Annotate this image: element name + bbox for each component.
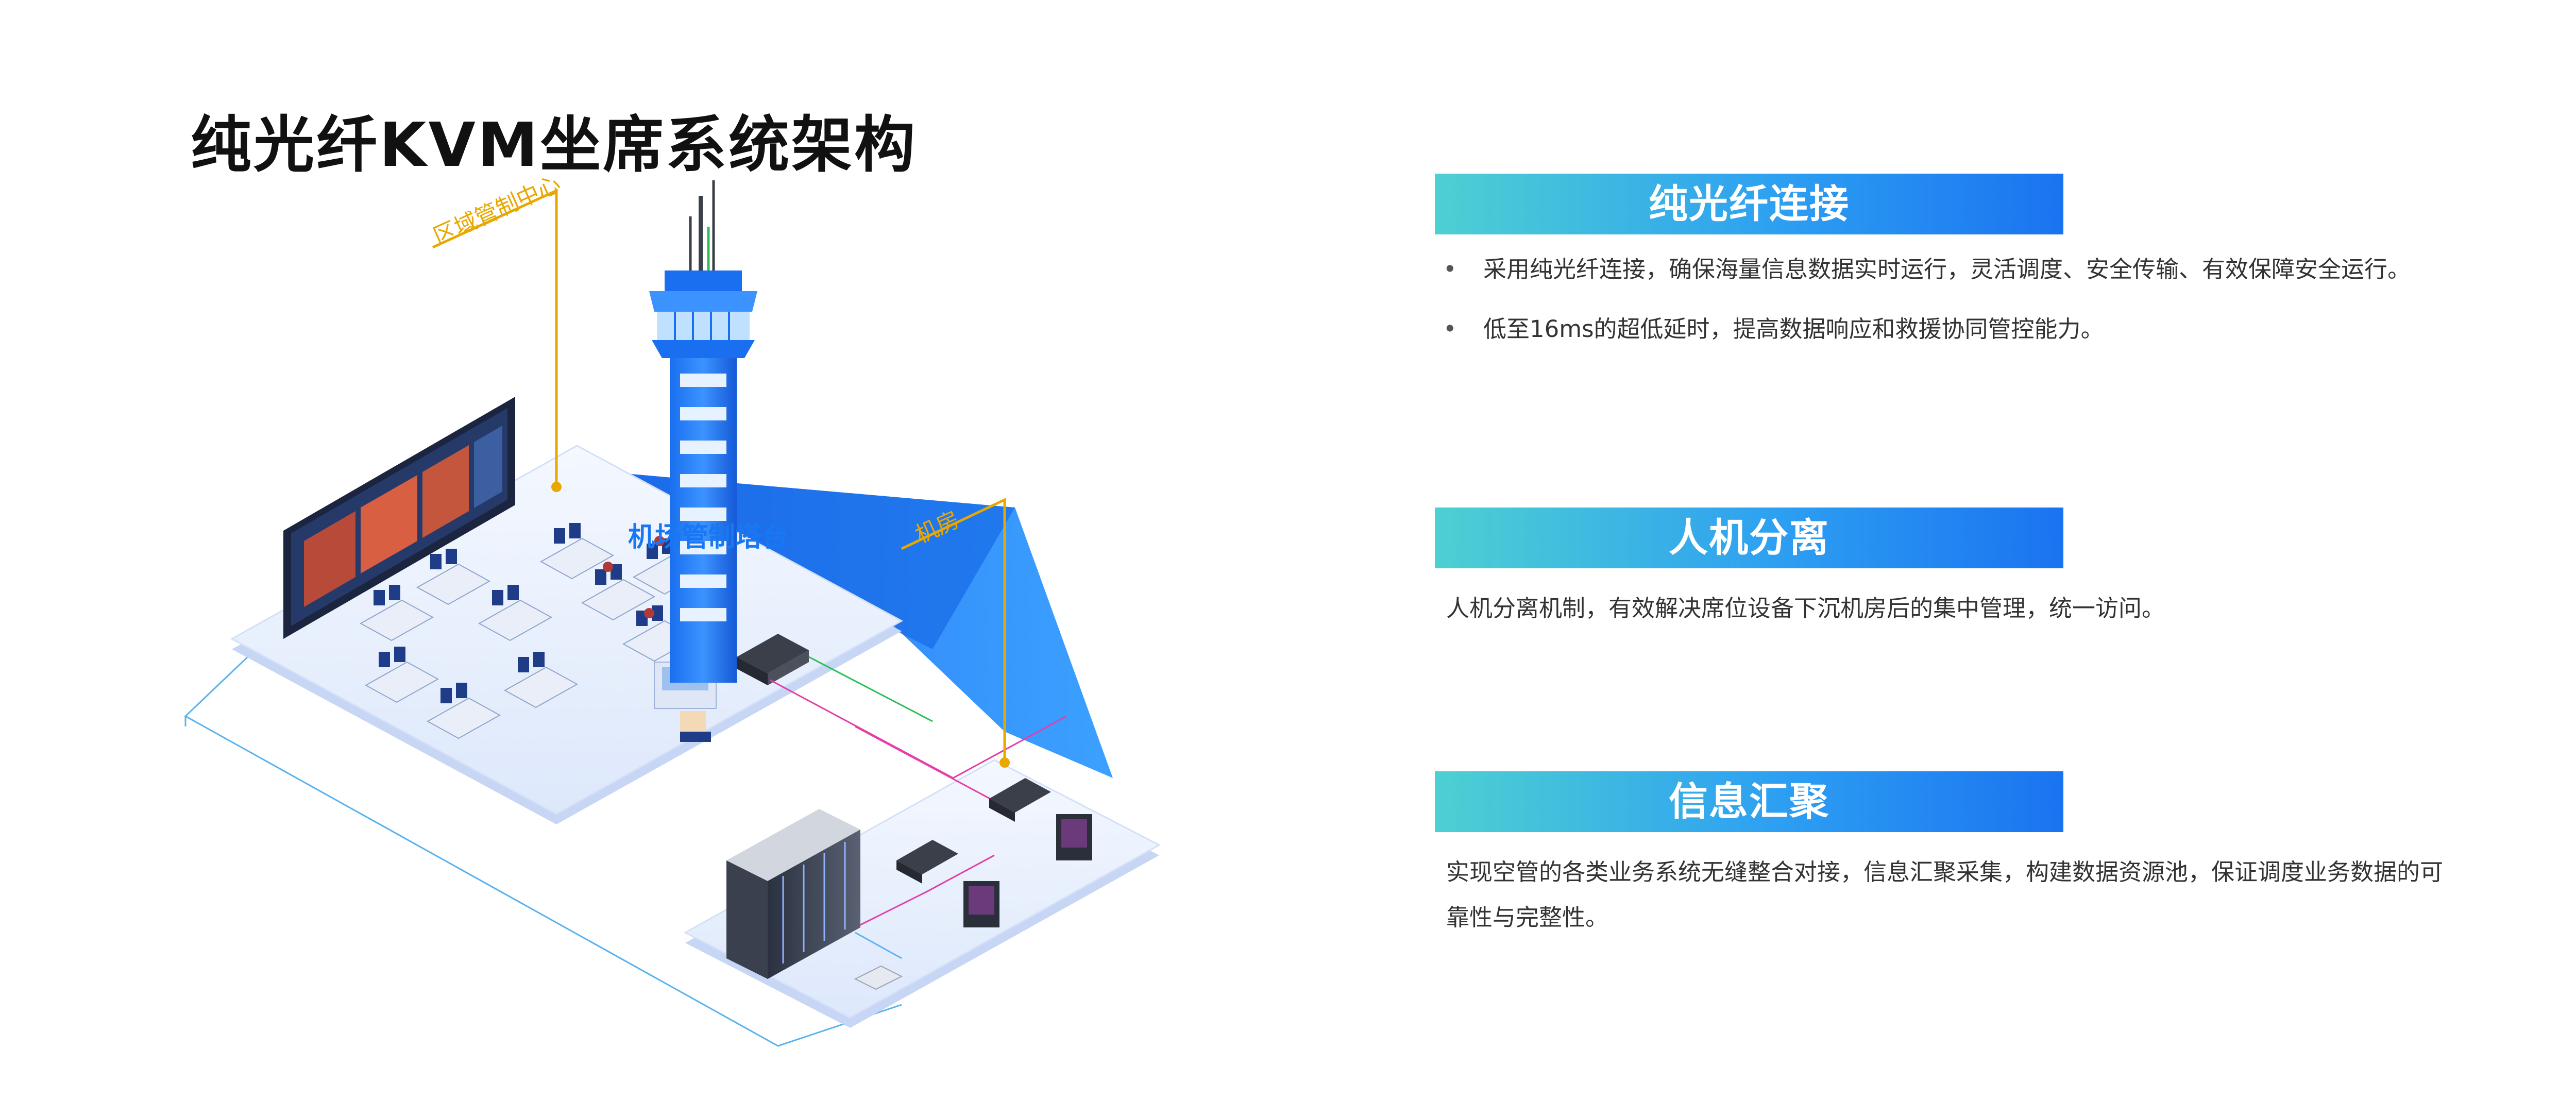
tower-label: 机场管制塔台 bbox=[628, 522, 789, 553]
feature-title: 信息汇聚 bbox=[1435, 771, 2063, 832]
feature-bullet: 低至16ms的超低延时，提高数据响应和救援协同管控能力。 bbox=[1435, 314, 2450, 345]
kvm-receivers bbox=[896, 778, 1051, 884]
operator-consoles bbox=[359, 489, 713, 739]
feature-description: 人机分离机制，有效解决席位设备下沉机房后的集中管理，统一访问。 bbox=[1446, 595, 2165, 622]
video-wall bbox=[283, 397, 515, 639]
switch-device bbox=[854, 965, 903, 990]
workstation-hosts bbox=[963, 814, 1092, 927]
feature-bullet-list: 采用纯光纤连接，确保海量信息数据实时运行，灵活调度、安全传输、有效保障安全运行。… bbox=[1435, 254, 2450, 345]
outline-lines bbox=[184, 612, 902, 1047]
signal-lines bbox=[770, 656, 1067, 959]
page-title: 纯光纤KVM坐席系统架构 bbox=[191, 109, 918, 180]
feature-title: 纯光纤连接 bbox=[1435, 174, 2063, 234]
feature-separation: 人机分离 人机分离机制，有效解决席位设备下沉机房后的集中管理，统一访问。 bbox=[1435, 508, 2450, 631]
regional-center-callout bbox=[432, 189, 562, 492]
machine-room-callout bbox=[901, 498, 1010, 768]
architecture-illustration: 机场管制塔台 区域管制中心 机房 bbox=[184, 171, 1161, 1047]
control-tower bbox=[649, 180, 757, 683]
regional-center-label: 区域管制中心 bbox=[430, 171, 565, 250]
feature-fiber-connection: 纯光纤连接 采用纯光纤连接，确保海量信息数据实时运行，灵活调度、安全传输、有效保… bbox=[1435, 174, 2450, 374]
feature-bullet: 采用纯光纤连接，确保海量信息数据实时运行，灵活调度、安全传输、有效保障安全运行。 bbox=[1435, 254, 2450, 285]
server-rack bbox=[726, 809, 860, 979]
architecture-diagram: 机场管制塔台 区域管制中心 机房 bbox=[170, 170, 1355, 1072]
feature-title: 人机分离 bbox=[1435, 508, 2063, 568]
kvm-transmitter bbox=[737, 634, 809, 685]
feature-description: 实现空管的各类业务系统无缝整合对接，信息汇聚采集，构建数据资源池，保证调度业务数… bbox=[1446, 858, 2444, 931]
feature-aggregation: 信息汇聚 实现空管的各类业务系统无缝整合对接，信息汇聚采集，构建数据资源池，保证… bbox=[1435, 771, 2450, 940]
